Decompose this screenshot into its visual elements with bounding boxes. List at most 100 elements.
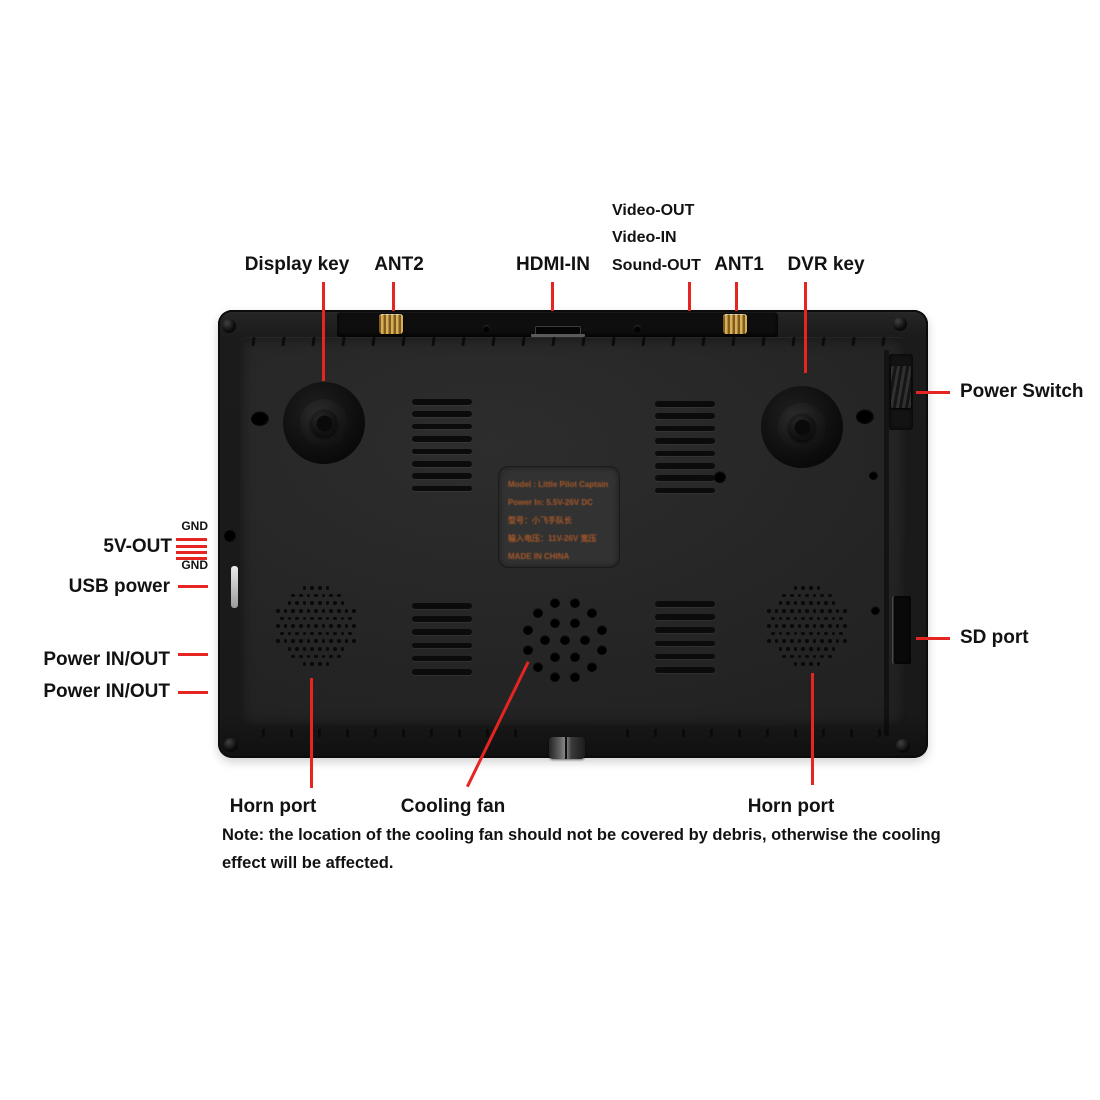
speaker-grille-dot (276, 609, 280, 613)
leader-gnd-pin-2 (176, 557, 207, 560)
speaker-grille-dot (321, 654, 326, 659)
speaker-grille-dot (299, 609, 303, 613)
speaker-grille-dot (824, 647, 828, 651)
speaker-grille-dot (782, 593, 786, 598)
speaker-grille-dot (831, 631, 836, 636)
speaker-grille-dot (816, 601, 821, 605)
speaker-grille-dot (344, 624, 349, 628)
speaker-grille-dot (318, 616, 322, 621)
speaker-grille-dot (348, 616, 352, 621)
speaker-grille-dot (812, 639, 817, 643)
speaker-grille-dot (340, 647, 345, 651)
bottom-vent-tick (878, 729, 881, 737)
speaker-grille-dot (797, 593, 802, 598)
label-gnd-bottom: GND (181, 558, 208, 572)
speaker-grille-dot (774, 624, 779, 628)
speaker-grille-dot (790, 624, 794, 628)
label-ant1: ANT1 (714, 254, 764, 275)
speaker-grille-dot (337, 609, 341, 613)
speaker-grille-dot (283, 639, 288, 643)
speaker-grille-dot (820, 609, 824, 613)
speaker-grille-dot (302, 631, 307, 636)
vent-slat (655, 401, 715, 407)
speaker-grille-dot (318, 662, 322, 666)
speaker-grille-dot (310, 616, 314, 621)
label-power-in-out-1: Power IN/OUT (43, 649, 170, 670)
bottom-vent-tick (626, 729, 629, 737)
speaker-grille-dot (337, 624, 341, 628)
bottom-vent-tick (346, 729, 349, 737)
speaker-grille-dot (295, 601, 299, 605)
leader-power-in-out-2 (178, 691, 208, 694)
speaker-grille-dot (344, 639, 349, 643)
speaker-grille-dot (321, 624, 326, 628)
speaker-grille-dot (333, 647, 337, 651)
leader-horn-port-right (811, 673, 814, 785)
speaker-grille-dot (325, 662, 330, 666)
bottom-vent-tick (514, 729, 517, 737)
speaker-grille-dot (778, 631, 783, 636)
leader-5v-pin-1 (176, 545, 207, 548)
bottom-vent-tick (430, 729, 433, 737)
bottom-vent-tick (486, 729, 489, 737)
speaker-grille-dot (812, 609, 817, 613)
speaker-grille-dot (337, 639, 341, 643)
speaker-grille-dot (310, 631, 314, 636)
speaker-grille-dot (835, 639, 840, 643)
speaker-grille-dot (329, 593, 333, 598)
cooling-fan-hole (586, 661, 597, 672)
speaker-grille-dot (295, 616, 299, 621)
speaker-grille-dot (291, 654, 295, 659)
speaker-grille-dot (352, 639, 356, 643)
label-sd-port: SD port (960, 627, 1029, 648)
vent-slat (655, 450, 715, 457)
panel-screw-hole-right-lower (871, 606, 880, 615)
spec-sticker: Model : Little Pilot Captain Power In: 5… (499, 467, 619, 567)
bottom-vent-tick (850, 729, 853, 737)
speaker-grille-dot (318, 586, 322, 590)
cooling-fan-hole (523, 644, 534, 655)
speaker-grille-dot (299, 654, 303, 659)
dvr-key-knob (761, 386, 843, 468)
speaker-grille-dot (337, 654, 341, 659)
vent-slat (412, 423, 472, 430)
speaker-grille-dot (325, 647, 330, 651)
speaker-grille-dot (801, 616, 805, 621)
speaker-grille-dot (828, 609, 832, 613)
label-5v-out: 5V-OUT (103, 536, 172, 557)
vent-slat (412, 411, 472, 417)
bottom-vent-tick (794, 729, 797, 737)
speaker-grille-dot (340, 631, 345, 636)
speaker-grille-dot (299, 639, 303, 643)
speaker-grille-dot (805, 609, 809, 613)
speaker-grille-dot (835, 624, 840, 628)
cooling-fan-hole (580, 635, 590, 645)
cooling-fan-hole (569, 598, 580, 609)
vent-slat (655, 640, 715, 647)
dvr-key-knob-top (794, 419, 810, 435)
corner-screw-bottom-left (224, 738, 238, 752)
speaker-grille-dot (771, 631, 775, 636)
right-edge-groove (884, 350, 889, 736)
speaker-grille-dot (321, 639, 326, 643)
speaker-grille-dot (820, 639, 824, 643)
bottom-vent-tick (766, 729, 769, 737)
power-switch-slider (889, 354, 913, 430)
speaker-grille-dot (824, 616, 828, 621)
speaker-grille-dot (306, 624, 311, 628)
speaker-grille-dot (287, 631, 292, 636)
speaker-grille-dot (831, 601, 836, 605)
speaker-grille-dot (302, 586, 307, 590)
corner-screw-top-right (893, 317, 907, 331)
speaker-grille-dot (352, 609, 356, 613)
speaker-grille-dot (816, 586, 821, 590)
speaker-grille-dot (816, 616, 821, 621)
speaker-grille-dot (801, 631, 805, 636)
note-line-1: Note: the location of the cooling fan sh… (222, 826, 941, 844)
vent-slat (412, 461, 472, 467)
cooling-fan-hole (570, 652, 580, 663)
speaker-grille-dot (797, 639, 802, 643)
speaker-grille-dot (778, 601, 783, 605)
vent-slat (655, 413, 715, 419)
leader-ant1 (735, 282, 738, 311)
